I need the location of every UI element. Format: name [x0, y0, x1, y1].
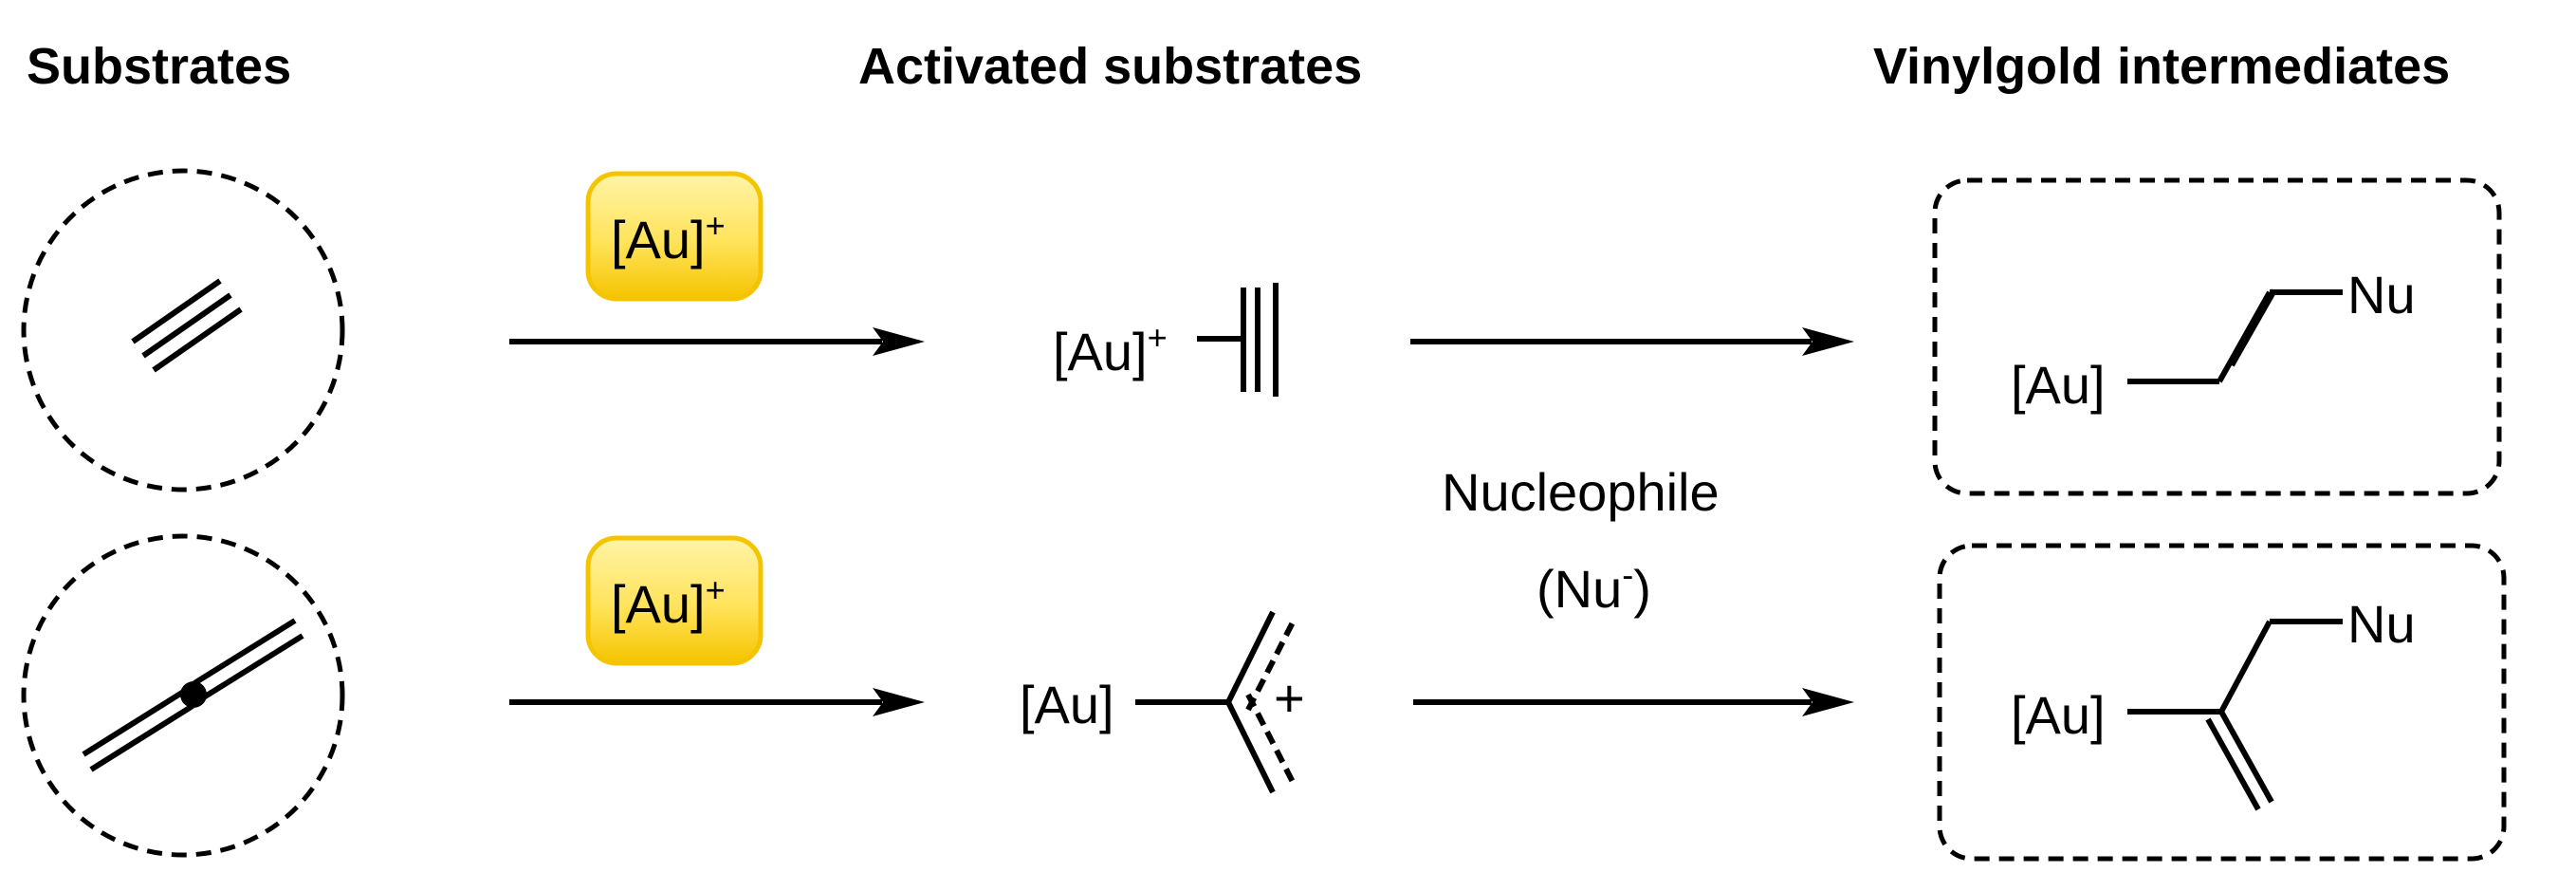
svg-text:[Au]+: [Au]+ — [611, 570, 726, 634]
activated-allene-complex: [Au] + — [1020, 610, 1305, 794]
reaction-arrow-bottom-left — [509, 688, 925, 716]
reaction-arrow-top-right — [1410, 327, 1854, 356]
svg-text:Nu: Nu — [2347, 594, 2416, 654]
svg-text:Nucleophile: Nucleophile — [1442, 462, 1720, 522]
central-carbon-dot — [180, 681, 207, 708]
heading-activated-substrates: Activated substrates — [858, 38, 1362, 95]
svg-text:[Au]: [Au] — [1020, 675, 1114, 734]
reaction-arrow-top-left — [509, 327, 925, 356]
nucleophile-label: Nucleophile (Nu-) — [1442, 462, 1720, 619]
product-frame-top — [1932, 177, 2502, 496]
heading-substrates: Substrates — [27, 38, 291, 95]
activated-alkyne-complex: [Au]+ — [1053, 283, 1279, 397]
svg-text:[Au]: [Au] — [2011, 685, 2106, 745]
svg-text:Nu: Nu — [2347, 265, 2416, 325]
svg-text:+: + — [1274, 668, 1305, 728]
svg-text:(Nu-): (Nu-) — [1536, 555, 1651, 619]
substrate-frame-allene — [21, 533, 345, 858]
alkyne-substrate — [21, 168, 345, 492]
product-frame-bottom — [1937, 543, 2507, 862]
vinylgold-product-bottom: [Au] Nu — [1937, 543, 2507, 862]
vinylgold-product-top: [Au] Nu — [1932, 177, 2502, 496]
svg-text:[Au]: [Au] — [2011, 355, 2106, 415]
catalyst-badge-top: [Au]+ — [585, 171, 764, 302]
substrate-frame-alkyne — [21, 168, 345, 492]
svg-text:[Au]+: [Au]+ — [611, 206, 726, 269]
allene-substrate — [21, 533, 345, 858]
heading-vinylgold-intermediates: Vinylgold intermediates — [1873, 38, 2450, 95]
reaction-arrow-bottom-right — [1413, 688, 1854, 716]
catalyst-badge-bottom: [Au]+ — [585, 535, 764, 666]
svg-text:[Au]+: [Au]+ — [1053, 318, 1168, 381]
